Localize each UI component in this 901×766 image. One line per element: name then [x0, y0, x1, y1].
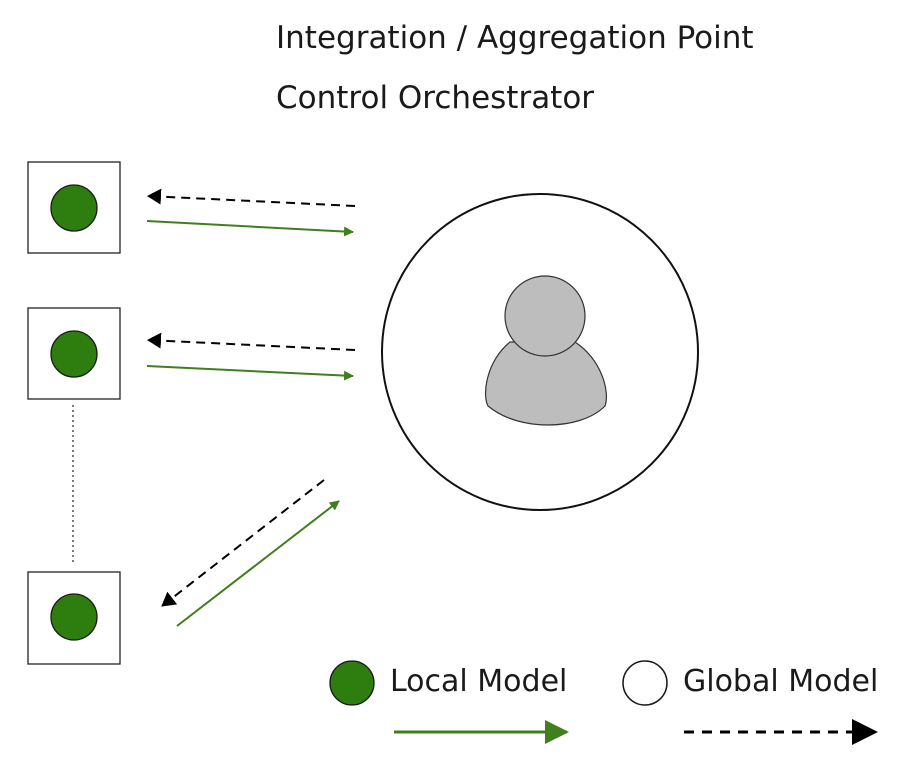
local-model-arrow-1 — [146, 220, 354, 237]
person-icon — [484, 275, 607, 426]
global-model-arrow-1 — [147, 188, 356, 207]
legend-global-model-label: Global Model — [683, 664, 879, 699]
legend-local-model-icon — [329, 660, 375, 706]
diagram-title-line2: Control Orchestrator — [276, 80, 595, 116]
aggregation-server — [381, 193, 699, 511]
legend-global-model-icon — [622, 660, 668, 706]
global-model-arrow-3 — [161, 479, 325, 607]
diagram-title-line1: Integration / Aggregation Point — [276, 20, 754, 56]
local-model-icon — [50, 593, 98, 641]
local-model-icon — [50, 330, 98, 378]
legend — [329, 660, 878, 745]
local-model-arrow-2 — [146, 365, 354, 381]
client-node-1 — [27, 161, 121, 254]
client-node-2 — [27, 307, 121, 400]
local-model-arrow-3 — [176, 500, 340, 627]
local-model-icon — [50, 184, 98, 232]
legend-local-model-label: Local Model — [390, 664, 568, 699]
client-node-3 — [27, 571, 121, 665]
global-model-arrow-2 — [147, 332, 356, 351]
